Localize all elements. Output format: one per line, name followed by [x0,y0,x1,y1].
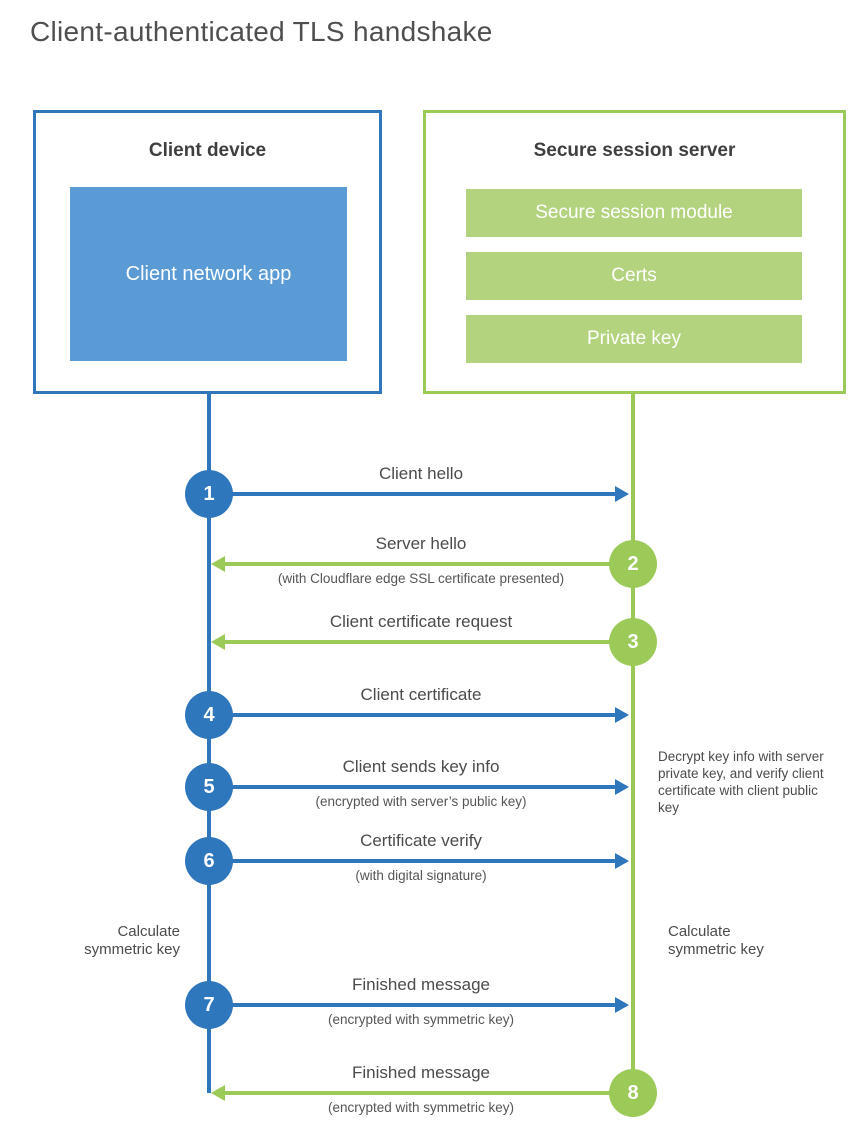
message-sublabel: (with digital signature) [355,868,487,883]
arrow-right-icon [615,707,629,723]
message-label: Server hello [375,534,467,553]
message-label: Finished message [352,975,490,994]
message-sublabel: (encrypted with symmetric key) [327,1100,515,1115]
message-arrow-line [211,785,617,789]
message-arrow-line [211,492,617,496]
message-sublabel: (encrypted with symmetric key) [327,1012,515,1027]
arrow-right-icon [615,486,629,502]
calculate-symmetric-key-server: Calculate symmetric key [668,923,764,958]
arrow-left-icon [211,634,225,650]
message-label: Certificate verify [360,831,482,850]
client-lifeline [207,392,211,1093]
message-label: Finished message [352,1063,490,1082]
client-network-app-label: Client network app [125,263,292,285]
secure-session-server-box: Secure session server Secure session mod… [423,110,846,394]
message-arrow-line [225,1091,633,1095]
step-badge: 1 [185,470,233,518]
message-arrow-line [211,713,617,717]
arrow-right-icon [615,997,629,1013]
step-badge: 5 [185,763,233,811]
arrow-left-icon [211,1085,225,1101]
server-module-certs: Certs [466,252,802,300]
message-label: Client sends key info [342,757,500,776]
page-title: Client-authenticated TLS handshake [30,16,493,47]
server-module-secure-session: Secure session module [466,189,802,237]
step-badge: 4 [185,691,233,739]
client-device-title: Client device [148,140,267,161]
step-badge: 2 [609,540,657,588]
step-badge: 8 [609,1069,657,1117]
message-arrow-line [225,562,633,566]
arrow-right-icon [615,779,629,795]
message-arrow-line [211,1003,617,1007]
client-network-app-box: Client network app [70,187,347,361]
message-sublabel: (with Cloudflare edge SSL certificate pr… [277,571,565,586]
step-badge: 6 [185,837,233,885]
step-badge: 3 [609,618,657,666]
server-lifeline [631,392,635,1095]
decrypt-key-note: Decrypt key info with server private key… [658,749,824,815]
arrow-left-icon [211,556,225,572]
secure-session-server-title: Secure session server [533,140,736,161]
message-label: Client certificate request [329,612,513,631]
calculate-symmetric-key-client: Calculate symmetric key [84,923,180,958]
message-label: Client hello [378,464,464,483]
client-device-box: Client device Client network app [33,110,382,394]
message-arrow-line [211,859,617,863]
arrow-right-icon [615,853,629,869]
server-module-private-key: Private key [466,315,802,363]
message-arrow-line [225,640,633,644]
message-label: Client certificate [360,685,482,704]
message-sublabel: (encrypted with server’s public key) [315,794,527,809]
step-badge: 7 [185,981,233,1029]
